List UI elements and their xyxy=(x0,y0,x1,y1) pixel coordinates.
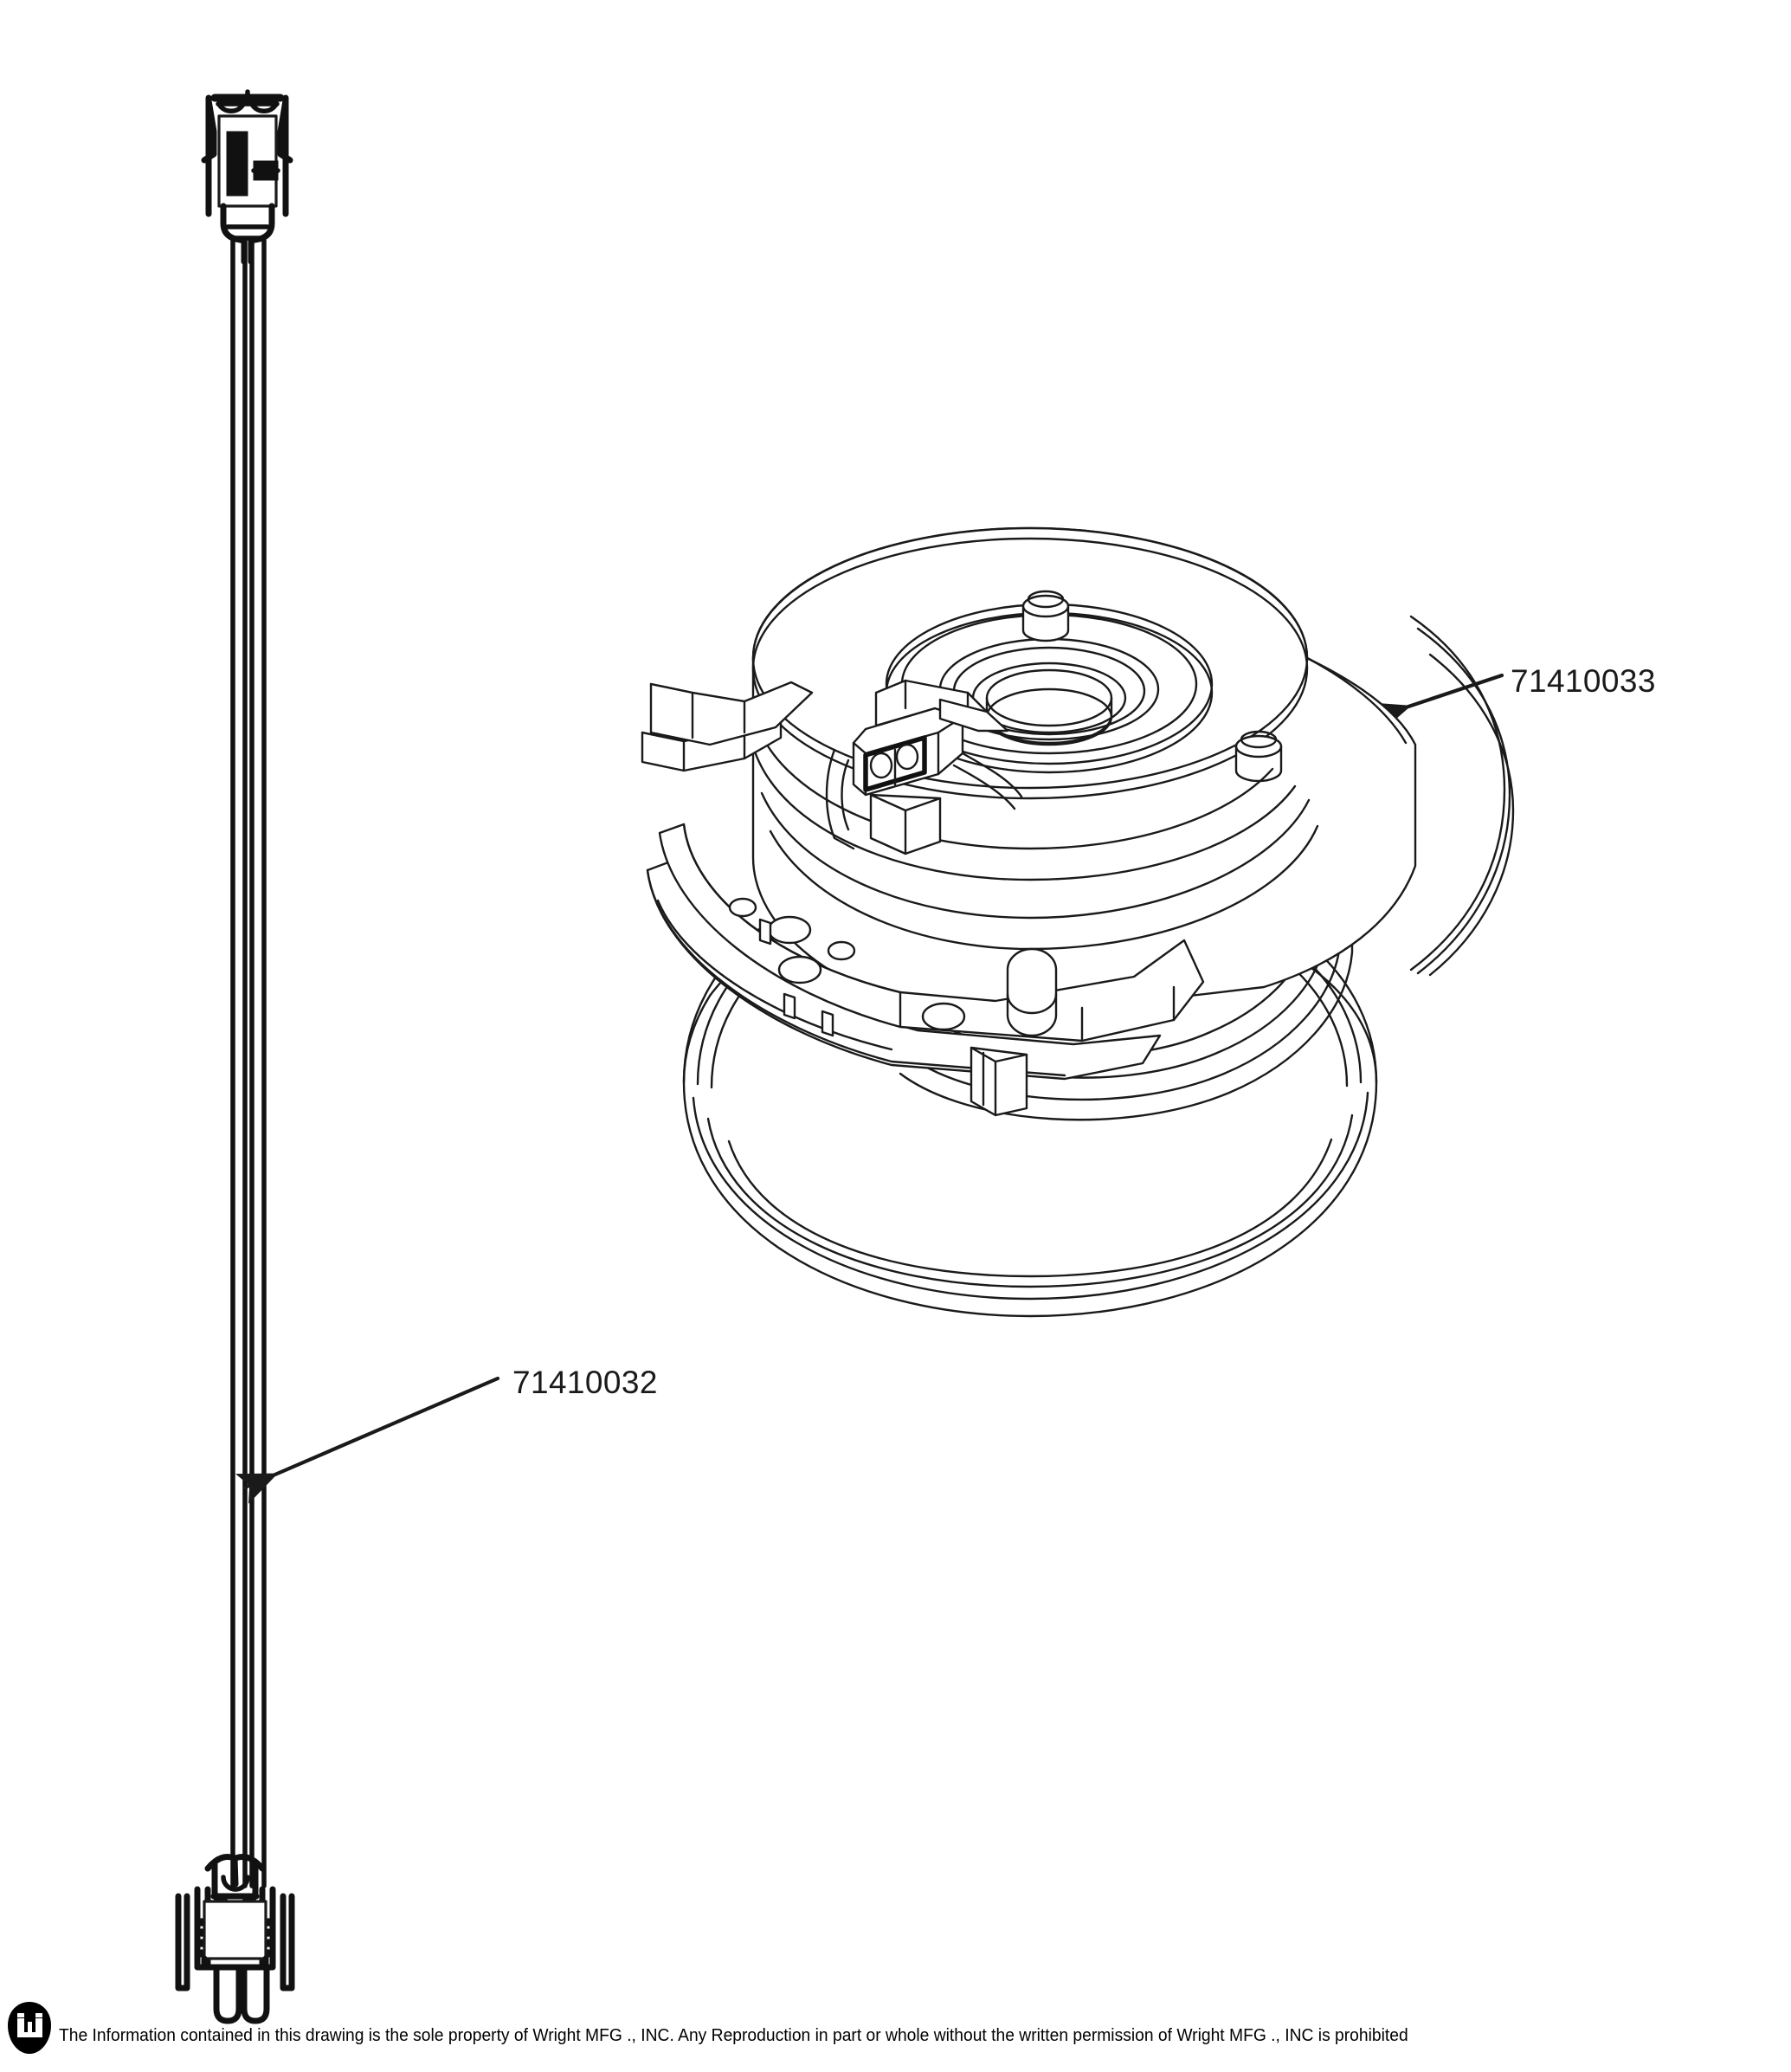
clutch-main-body xyxy=(751,526,1417,1023)
clutch-mounting-flange xyxy=(646,823,1205,1117)
harness-cable xyxy=(230,238,267,1888)
harness-bottom-connector xyxy=(175,1854,295,2024)
wire-harness-drawing xyxy=(175,89,295,2024)
clutch-field-coil-connector xyxy=(825,679,1023,855)
harness-top-connector xyxy=(201,89,293,265)
leader-line-71410033 xyxy=(1369,673,1504,734)
clutch-assembly-drawing xyxy=(641,526,1515,1318)
callout-label-71410033: 71410033 xyxy=(1511,663,1656,699)
callout-leaders xyxy=(235,673,1504,1504)
wright-mfg-logo-icon xyxy=(8,2002,51,2054)
callout-label-71410032: 71410032 xyxy=(512,1365,658,1400)
leader-line-71410032 xyxy=(235,1376,500,1504)
clutch-anti-rotation-bracket xyxy=(641,681,814,772)
clutch-alignment-pin-top xyxy=(1021,590,1070,642)
drawing-footer: The Information contained in this drawin… xyxy=(0,1985,1791,2072)
copyright-notice: The Information contained in this drawin… xyxy=(59,2025,1408,2045)
clutch-alignment-pin-right xyxy=(1234,730,1283,783)
